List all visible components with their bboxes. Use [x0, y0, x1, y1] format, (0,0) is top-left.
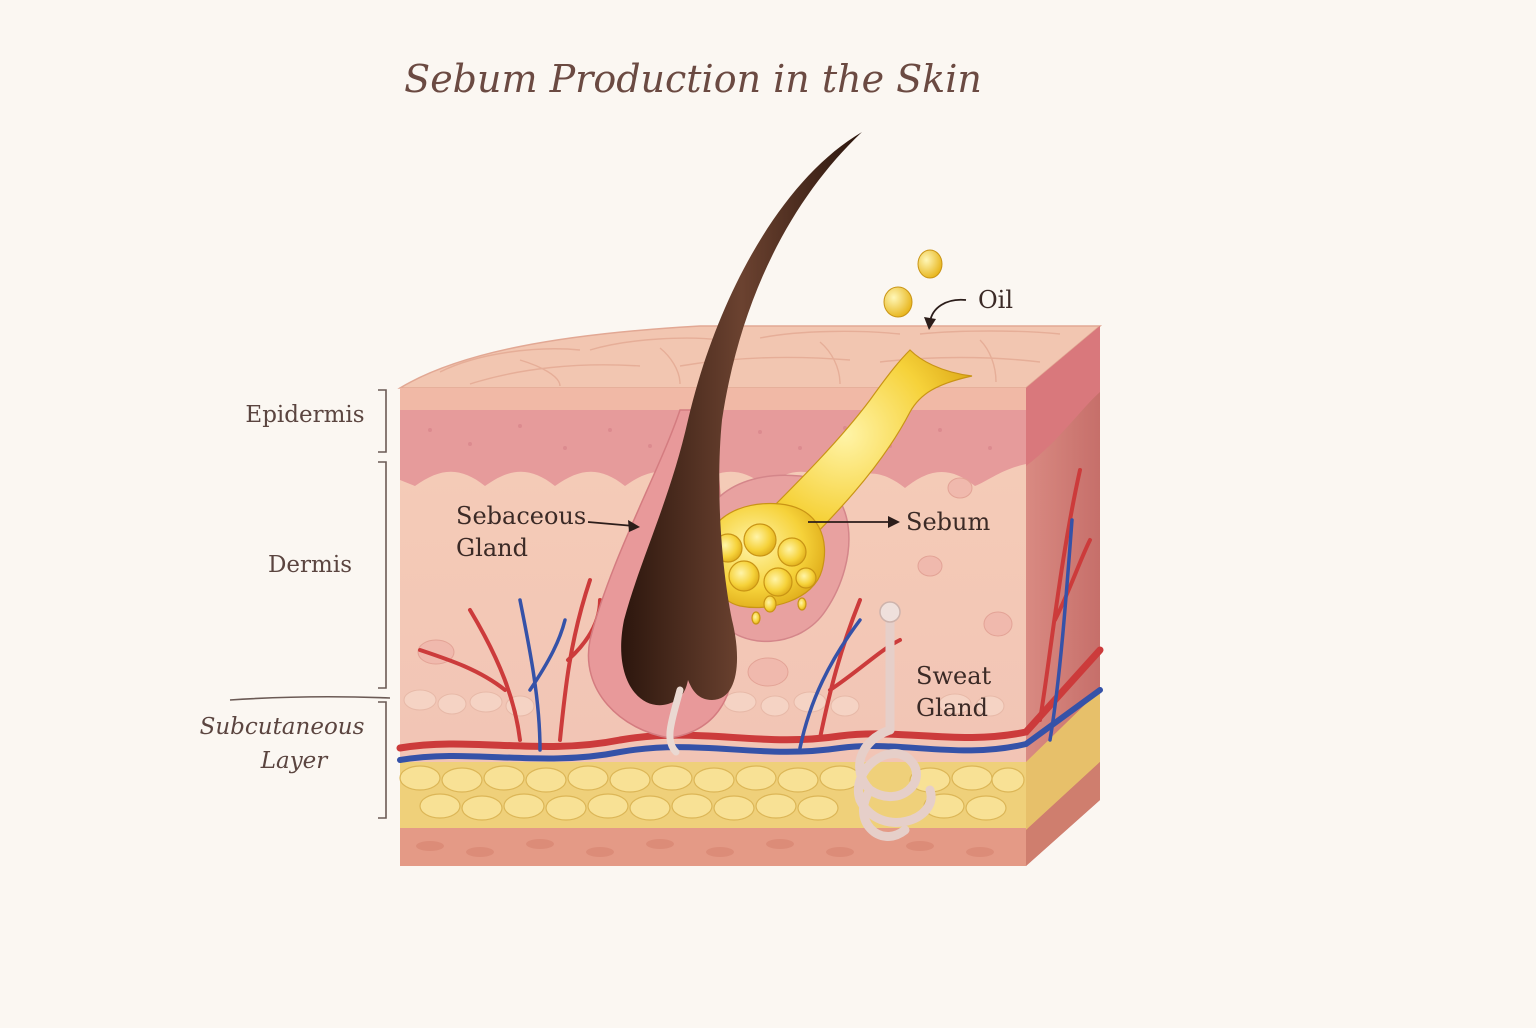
- bracket-subcutaneous: [378, 701, 387, 819]
- epidermis-texture: [428, 424, 992, 450]
- vein-branch-left: [518, 598, 567, 752]
- arrow-oil: [924, 298, 967, 330]
- bracket-dermis: [378, 461, 387, 689]
- sebum-duct: [759, 349, 973, 561]
- hair-papilla: [666, 686, 684, 756]
- skin-surface-top: [397, 325, 1103, 389]
- vein-main: [397, 687, 1103, 763]
- callout-sweat-2: Gland: [916, 694, 988, 722]
- bottom-tissue-texture: [416, 839, 994, 857]
- bracket-epidermis: [378, 389, 387, 453]
- callout-sebaceous-1: Sebaceous: [456, 502, 586, 530]
- vein-branch-right: [798, 518, 1074, 750]
- page-title: Sebum Production in the Skin: [404, 57, 982, 101]
- layer-label-subcutaneous-1: Subcutaneous: [200, 714, 365, 740]
- callout-sebum: Sebum: [906, 508, 990, 536]
- oil-droplets: [883, 249, 943, 318]
- callout-oil: Oil: [978, 286, 1013, 314]
- subcutaneous-divider: [229, 695, 391, 701]
- artery-branch-left: [418, 578, 602, 742]
- artery-main: [396, 646, 1104, 752]
- callout-sebaceous-2: Gland: [456, 534, 528, 562]
- artery-branch-right: [818, 468, 1092, 740]
- fat-cells: [399, 765, 1025, 821]
- layer-label-dermis: Dermis: [268, 552, 352, 578]
- side-epidermis: [1026, 326, 1100, 466]
- sweat-pore: [879, 601, 901, 623]
- layer-label-epidermis: Epidermis: [245, 402, 364, 428]
- dermis-lower-cells: [403, 689, 1005, 717]
- arrow-sebaceous: [587, 520, 640, 532]
- sweat-gland: [853, 617, 936, 841]
- sebum-cluster: [706, 502, 826, 625]
- arrow-sebum: [808, 516, 900, 528]
- layer-label-subcutaneous-2: Layer: [260, 748, 330, 774]
- skin-block: [396, 132, 1104, 866]
- hair-shaft: [621, 132, 862, 706]
- surface-cells: [439, 330, 1061, 387]
- side-bottom: [1026, 762, 1100, 866]
- side-fat: [1026, 690, 1100, 830]
- blood-vessels: [396, 468, 1104, 763]
- callout-sweat-1: Sweat: [916, 662, 991, 690]
